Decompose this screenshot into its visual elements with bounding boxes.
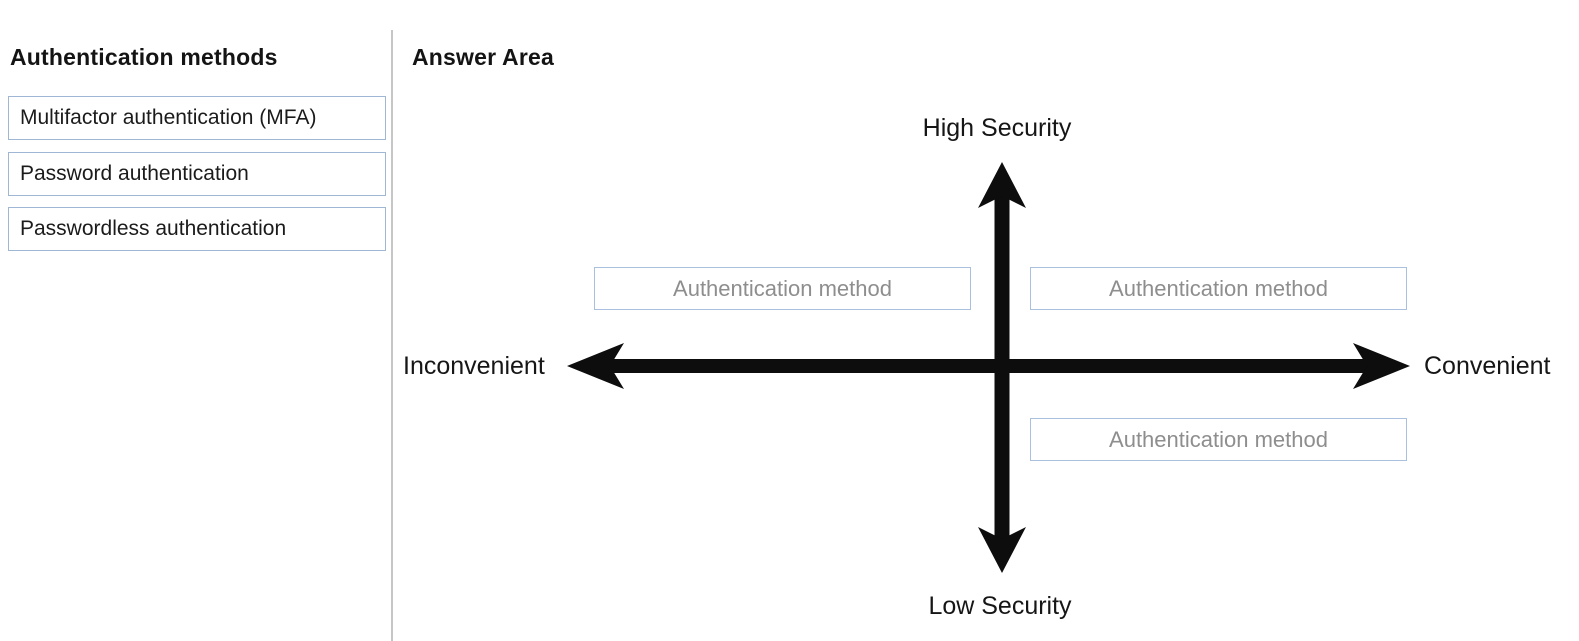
- drop-zone-placeholder: Authentication method: [673, 275, 892, 301]
- answer-area-title: Answer Area: [412, 44, 554, 70]
- drop-zone-placeholder: Authentication method: [1109, 275, 1328, 301]
- left-arrowhead-icon: [567, 343, 624, 389]
- drop-zone-placeholder: Authentication method: [1109, 426, 1328, 452]
- drag-item-password-authentication[interactable]: Password authentication: [8, 152, 386, 196]
- source-panel-title: Authentication methods: [10, 44, 278, 70]
- down-arrowhead-icon: [978, 527, 1026, 573]
- drag-item-passwordless-authentication[interactable]: Passwordless authentication: [8, 207, 386, 251]
- drag-item-label: Passwordless authentication: [20, 217, 287, 240]
- up-arrowhead-icon: [978, 162, 1026, 208]
- right-arrowhead-icon: [1353, 343, 1410, 389]
- axis-label-high-security: High Security: [922, 114, 1072, 142]
- drop-zone-top-left-quadrant[interactable]: Authentication method: [594, 267, 971, 310]
- drag-item-label: Multifactor authentication (MFA): [20, 106, 317, 129]
- drag-item-label: Password authentication: [20, 162, 249, 185]
- drop-zone-bottom-right-quadrant[interactable]: Authentication method: [1030, 418, 1407, 461]
- axis-label-inconvenient: Inconvenient: [403, 352, 545, 380]
- drop-zone-top-right-quadrant[interactable]: Authentication method: [1030, 267, 1407, 310]
- axis-label-low-security: Low Security: [928, 592, 1072, 620]
- panel-divider: [391, 30, 393, 641]
- axis-label-convenient: Convenient: [1424, 352, 1551, 380]
- drag-item-multifactor-authentication[interactable]: Multifactor authentication (MFA): [8, 96, 386, 140]
